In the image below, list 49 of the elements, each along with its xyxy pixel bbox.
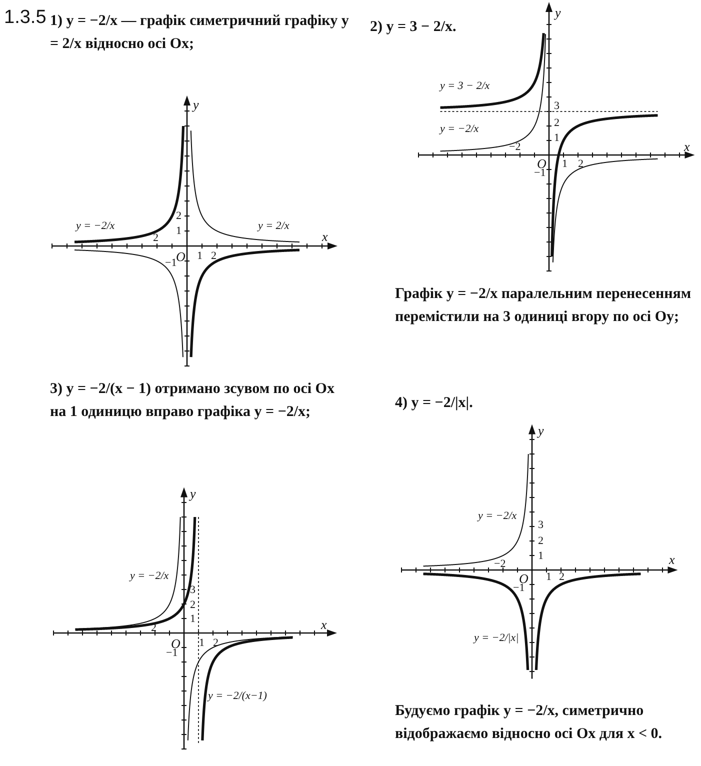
problem-text: Графік y = −2/x паралельним перенесенням перемістили на 3 одиниці вгору по осі Oy; — [395, 285, 692, 326]
origin-label: O — [176, 250, 186, 264]
tick-label: −1 — [166, 647, 178, 660]
tick-label: −1 — [534, 167, 546, 180]
curve-label: y = −2/x — [440, 123, 479, 136]
tick-label: 2 — [554, 117, 560, 130]
axis-label: y — [555, 6, 561, 20]
tick-label: 2 — [559, 571, 564, 584]
tick-label: 1 — [546, 571, 552, 584]
curve-label: y = −2/x — [130, 570, 169, 582]
tick-label: 2 — [211, 250, 216, 262]
tick-label: 1 — [199, 637, 204, 650]
axis-label: y — [193, 98, 199, 112]
tick-label: 2 — [538, 535, 544, 548]
tick-label: 1 — [197, 250, 202, 262]
tick-label: 3 — [190, 584, 196, 596]
curve-label: y = −2/(x−1) — [208, 690, 267, 702]
tick-label: −2 — [494, 558, 506, 570]
tick-label: −1 — [513, 582, 525, 594]
tick-label: 1 — [190, 613, 196, 626]
tick-label: 2 — [578, 158, 584, 170]
curve-label: y = −2/|x| — [474, 632, 519, 644]
curve-label: y = −2/x — [478, 510, 517, 522]
tick-label: 1 — [554, 132, 560, 144]
tick-label: 2 — [153, 232, 158, 244]
tick-label: 2 — [190, 599, 196, 612]
problem-text: 3) y = −2/(x − 1) отримано зсувом по осі Ox на 1 одиницю вправо графіка y = −2/x; — [50, 380, 336, 422]
exercise-number: 1.3.5 — [4, 8, 46, 29]
curve-label: y = 3 − 2/x — [440, 80, 490, 92]
tick-label: 1 — [176, 225, 182, 238]
tick-label: 1 — [562, 158, 568, 170]
tick-label: 3 — [538, 519, 544, 532]
axis-label: x — [322, 230, 328, 244]
curve-label: y = −2/x — [76, 220, 115, 232]
tick-label: 1 — [538, 550, 544, 562]
axis-label: y — [538, 424, 544, 438]
axis-label: x — [684, 140, 690, 154]
problem-text: 2) y = 3 − 2/x. — [370, 18, 458, 37]
problem-text: 4) y = −2/|x|. — [395, 394, 474, 413]
tick-label: −1 — [165, 257, 177, 270]
tick-label: 3 — [554, 100, 560, 112]
curve-label: y = 2/x — [258, 220, 290, 232]
tick-label: −2 — [509, 141, 521, 154]
axis-label: x — [321, 618, 327, 632]
axis-label: x — [669, 553, 675, 568]
problem-text: 1) y = −2/x — графік симетричний графіку y = 2/x відносно осі Ox; — [50, 12, 350, 54]
tick-label: 2 — [176, 210, 182, 222]
problem-text: Будуємо графік y = −2/x, симетрично відображаємо відносно осі Ox для x < 0. — [395, 702, 664, 744]
axis-label: y — [190, 487, 196, 502]
